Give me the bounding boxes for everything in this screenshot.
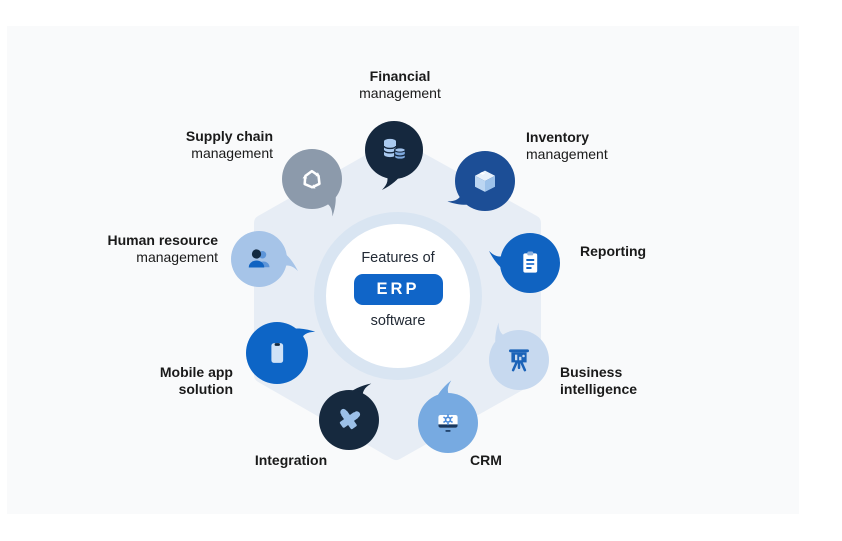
infographic-canvas: Features of ERP software — [7, 26, 799, 514]
monitor-gear-icon — [438, 414, 458, 432]
bubble-financial-management — [365, 121, 423, 190]
center-title-line1: Features of — [361, 250, 435, 266]
label-crm: CRM — [470, 452, 502, 468]
center-text-group: Features of ERP software — [353, 250, 443, 330]
bubble-integration — [319, 383, 379, 450]
label-business-intelligence: Business intelligence — [560, 364, 638, 397]
coins-database-icon — [383, 138, 406, 160]
bubble-reporting — [489, 233, 560, 293]
label-supply-chain-management: Supply chain management — [185, 128, 273, 161]
label-financial-management: Financial management — [359, 68, 441, 101]
label-mobile-app-solution: Mobile app solution — [159, 364, 233, 397]
bubble-mobile-app-solution — [246, 322, 316, 384]
smartphone-icon — [271, 343, 284, 363]
people-icon — [248, 249, 270, 268]
package-box-icon — [475, 170, 495, 192]
bubble-business-intelligence — [489, 322, 549, 390]
presentation-chart-icon — [509, 349, 529, 372]
erp-badge-label: ERP — [376, 280, 420, 298]
puzzle-piece-icon — [339, 408, 361, 430]
bubble-supply-chain-management — [282, 149, 342, 217]
bubble-inventory-management — [447, 151, 515, 211]
bubble-crm — [418, 380, 478, 453]
label-reporting: Reporting — [580, 243, 647, 259]
recycle-icon — [299, 169, 324, 193]
center-circle: Features of ERP software — [314, 212, 482, 380]
label-inventory-management: Inventory management — [526, 129, 608, 162]
center-title-line2: software — [370, 313, 426, 329]
label-integration: Integration — [254, 452, 328, 468]
clipboard-icon — [523, 251, 538, 273]
bubble-human-resource-management — [231, 231, 298, 287]
erp-badge: ERP — [353, 274, 443, 305]
label-human-resource-management: Human resource management — [107, 232, 218, 265]
